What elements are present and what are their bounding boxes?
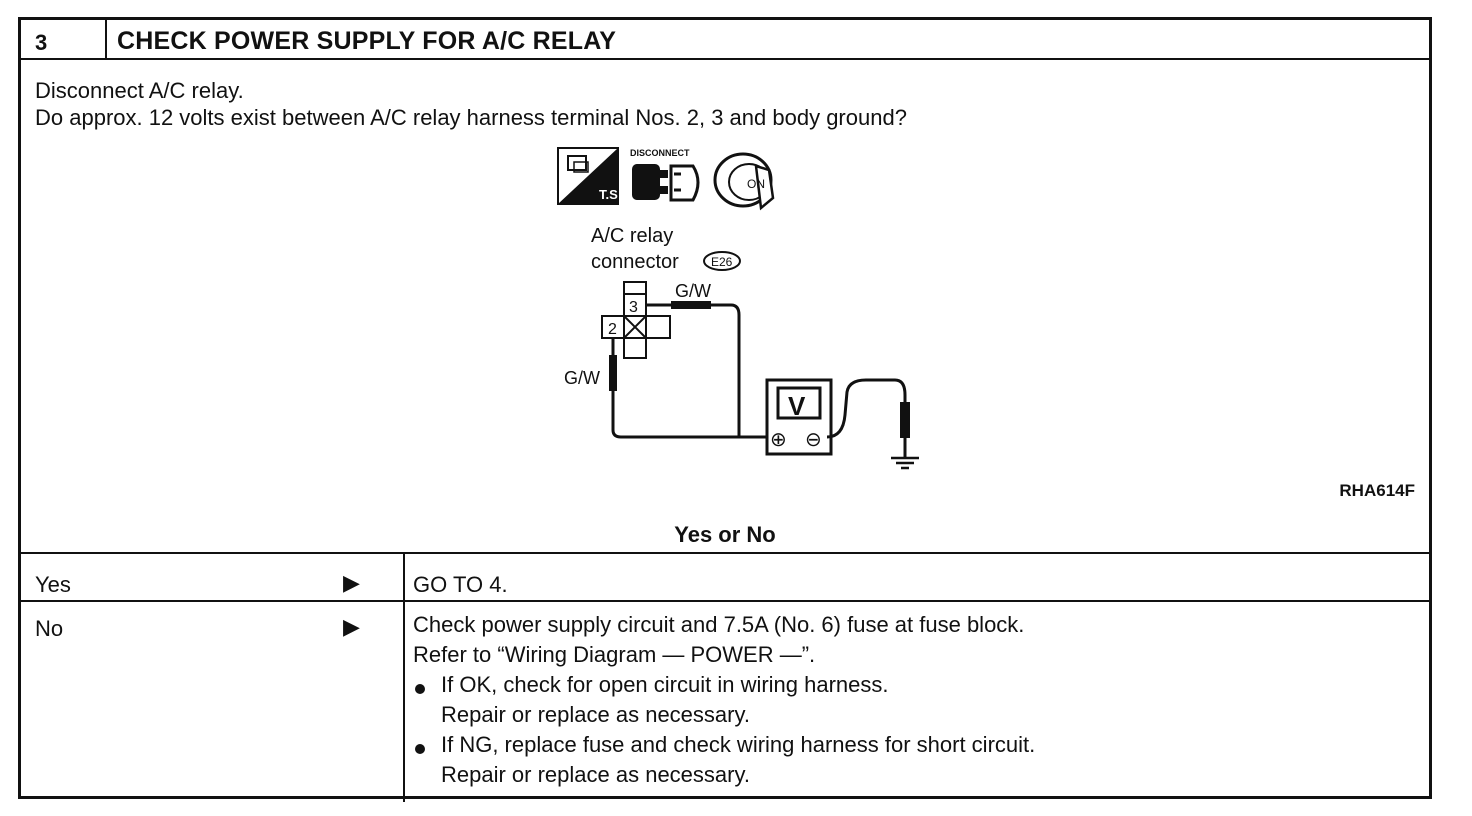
disconnect-icon: DISCONNECT [630,148,700,202]
answer-yes: Yes [35,572,71,597]
answer-no: No [35,616,64,641]
yes-or-no-label: Yes or No [674,522,776,547]
action-no-line-1: Check power supply circuit and 7.5A (No.… [413,612,1025,637]
meter-plus-terminal: ⊕ [770,429,787,451]
ground-icon [891,456,919,470]
instruction-line-1: Disconnect A/C relay. [35,78,244,103]
meter-minus-terminal: ⊖ [805,429,822,451]
connector-code: E26 [711,255,733,269]
bullet-2-line-1: If NG, replace fuse and check wiring har… [441,732,1036,757]
terminal-2: 2 [608,321,617,338]
bullet-2-line-2: Repair or replace as necessary. [441,762,750,787]
bullet-icon [415,744,425,754]
relay-connector: 3 2 [601,281,671,359]
disconnect-label: DISCONNECT [630,148,690,158]
connector-label-line-1: A/C relay [591,225,673,247]
results-divider [403,552,405,802]
results-top-rule [21,552,1429,554]
voltmeter-symbol: V [788,391,806,421]
bullet-1-line-1: If OK, check for open circuit in wiring … [441,672,889,697]
bullet-icon [415,684,425,694]
step-title: CHECK POWER SUPPLY FOR A/C RELAY [117,27,617,55]
ts-icon: T.S [557,147,619,205]
ts-icon-label: T.S [599,187,618,202]
figure-id: RHA614F [1339,481,1415,500]
wire-label-left: G/W [564,368,600,388]
wiring-diagram: T.S DISCONNECT ON A/C relay connector E2… [557,147,919,470]
arrow-no-icon: ▶ [343,614,360,639]
terminal-3: 3 [629,299,638,316]
bullet-1-line-2: Repair or replace as necessary. [441,702,750,727]
connector-label-line-2: connector [591,251,679,273]
action-no-line-2: Refer to “Wiring Diagram — POWER —”. [413,642,816,667]
procedure-table: 3 CHECK POWER SUPPLY FOR A/C RELAY Disco… [18,17,1432,802]
step-number: 3 [35,30,48,55]
results-middle-rule [21,600,1429,602]
header-divider [105,20,107,58]
arrow-yes-icon: ▶ [343,570,360,595]
instruction-line-2: Do approx. 12 volts exist between A/C re… [35,105,907,130]
header-rule [21,58,1429,60]
action-yes: GO TO 4. [413,572,508,597]
voltmeter: V ⊕ ⊖ [765,378,833,456]
ignition-on-label: ON [747,177,765,191]
ignition-key-icon: ON [713,152,775,211]
wire-label-top: G/W [675,281,711,301]
